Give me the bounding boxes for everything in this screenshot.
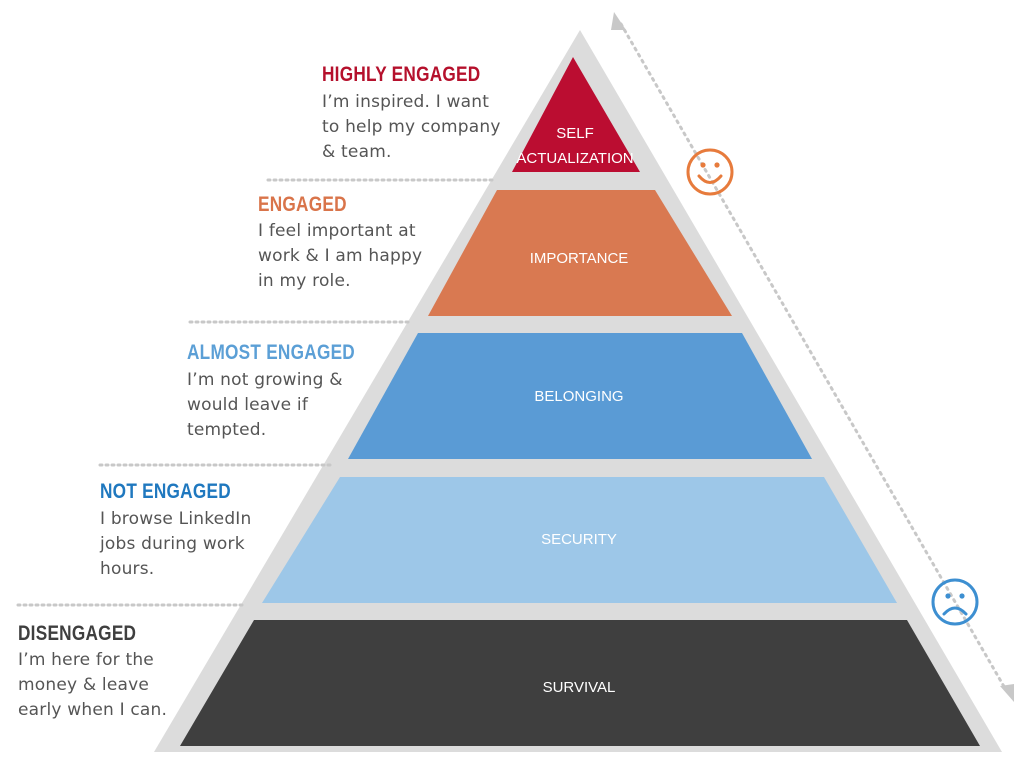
tier-description-almost-engaged: I’m not growing & would leave if tempted… xyxy=(187,370,343,440)
tier-description-highly-engaged: I’m inspired. I want to help my company … xyxy=(322,92,501,162)
tier-label-almost-engaged: ALMOST ENGAGED xyxy=(187,341,355,364)
tier-label-engaged: ENGAGED xyxy=(258,193,347,216)
tier-label-not-engaged: NOT ENGAGED xyxy=(100,480,231,503)
happy-face-icon xyxy=(686,148,734,196)
sad-face-icon xyxy=(931,578,979,626)
arrow-head-top-icon xyxy=(611,12,626,30)
engagement-arrow xyxy=(611,12,1014,702)
tier-description-not-engaged: I browse LinkedIn jobs during work hours… xyxy=(100,509,252,579)
level-importance xyxy=(428,190,732,316)
sad-face-eye xyxy=(959,593,965,599)
tier-label-highly-engaged: HIGHLY ENGAGED xyxy=(322,63,481,86)
level-belonging xyxy=(348,333,812,459)
sad-face-eye xyxy=(945,593,951,599)
tier-description-engaged: I feel important at work & I am happy in… xyxy=(258,221,423,291)
level-self-actualization-label-2: ACTUALIZATION xyxy=(516,150,633,167)
level-survival xyxy=(180,620,980,746)
level-security xyxy=(262,477,897,603)
happy-face-circle xyxy=(686,148,734,196)
level-security-label: SECURITY xyxy=(541,531,617,548)
sad-face-circle xyxy=(931,578,979,626)
tier-description-disengaged: I’m here for the money & leave early whe… xyxy=(18,650,168,720)
happy-face-mouth xyxy=(697,174,723,184)
level-belonging-label: BELONGING xyxy=(534,388,623,405)
tier-label-disengaged: DISENGAGED xyxy=(18,622,137,645)
sad-face-mouth xyxy=(942,606,968,616)
happy-face-eye xyxy=(714,162,720,168)
happy-face-eye xyxy=(700,162,706,168)
divider-lines xyxy=(16,178,494,607)
level-self-actualization xyxy=(512,57,640,172)
level-self-actualization-label-1: SELF xyxy=(556,125,594,142)
arrow-head-bottom-icon xyxy=(1000,684,1014,702)
level-importance-label: IMPORTANCE xyxy=(530,250,629,267)
arrow-shaft xyxy=(619,22,1008,692)
level-survival-label: SURVIVAL xyxy=(543,679,616,696)
